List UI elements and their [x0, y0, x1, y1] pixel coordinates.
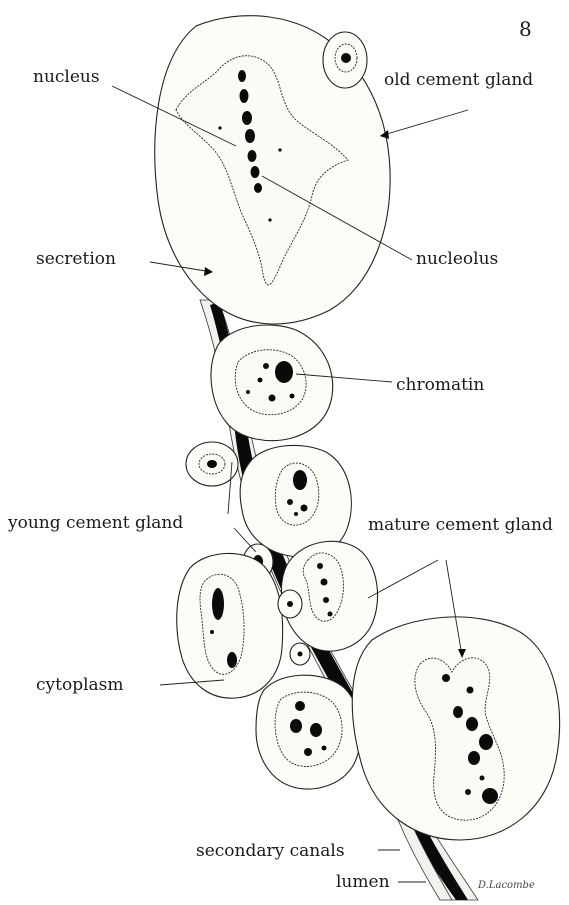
label-secondary-canals: secondary canals — [196, 841, 345, 861]
small-gland-top — [323, 32, 367, 88]
label-lumen: lumen — [336, 872, 390, 892]
figure-number: 8 — [519, 17, 532, 41]
label-chromatin: chromatin — [396, 375, 484, 395]
label-old-cement-gland: old cement gland — [384, 70, 533, 90]
young-cement-gland — [186, 442, 238, 486]
label-young-cement-gland: young cement gland — [7, 513, 183, 533]
cytoplasm-gland — [177, 553, 283, 698]
label-nucleus: nucleus — [33, 67, 100, 87]
artist-signature: D.Lacombe — [477, 880, 535, 891]
label-nucleolus: nucleolus — [416, 249, 498, 269]
label-mature-cement-gland: mature cement gland — [368, 515, 553, 535]
mature-gland-lower — [256, 675, 361, 789]
old-gland-pointer — [380, 110, 468, 136]
chromatin-gland — [211, 325, 333, 441]
mature-gland-pointer-1 — [368, 560, 438, 598]
label-cytoplasm: cytoplasm — [36, 675, 124, 695]
label-secretion: secretion — [36, 249, 116, 269]
mature-gland-large — [352, 617, 559, 840]
mature-gland-upper — [240, 445, 351, 557]
